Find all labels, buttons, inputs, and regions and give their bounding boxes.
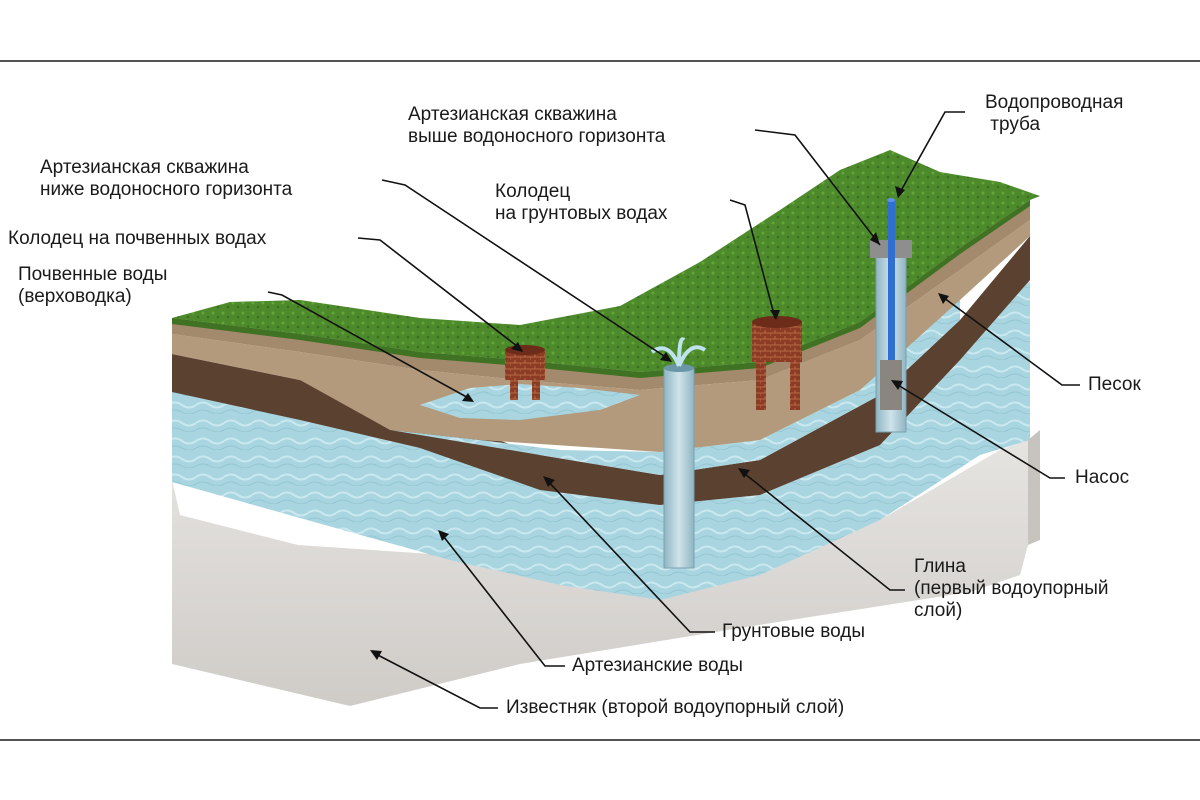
label-line: Колодец (495, 181, 571, 202)
label-soil-water: Почвенные воды (верховодка) (18, 264, 167, 308)
clay-layer (172, 236, 1030, 505)
label-line: Водопроводная (985, 92, 1124, 113)
label-limestone: Известняк (второй водоупорный слой) (506, 697, 844, 719)
label-line: Почвенные воды (18, 264, 168, 285)
limestone-layer (172, 440, 1028, 706)
label-groundwater-well: Колодец на грунтовых водах (495, 181, 667, 225)
label-line: Колодец на почвенных водах (8, 228, 267, 249)
label-line: труба (985, 114, 1041, 135)
sand-layer (172, 220, 1030, 452)
label-artesian-well-below: Артезианская скважина ниже водоносного г… (40, 157, 292, 201)
label-ground-waters: Грунтовые воды (722, 621, 865, 643)
label-line: слой) (914, 600, 963, 621)
artesian-well-below (650, 337, 707, 569)
artesian-water-layer (172, 280, 1030, 600)
label-line: Артезианская скважина (40, 157, 249, 178)
label-line: Артезианские воды (572, 655, 743, 676)
label-line: Песок (1088, 374, 1141, 395)
label-line: Артезианская скважина (408, 104, 617, 125)
label-artesian-waters: Артезианские воды (572, 655, 743, 677)
label-line: Известняк (второй водоупорный слой) (506, 697, 845, 718)
label-line: Глина (914, 556, 966, 577)
label-line: на грунтовых водах (495, 203, 668, 224)
label-line: Грунтовые воды (722, 621, 865, 642)
label-pump: Насос (1075, 467, 1129, 489)
label-artesian-well-above: Артезианская скважина выше водоносного г… (408, 104, 665, 148)
label-soil-water-well: Колодец на почвенных водах (8, 228, 266, 250)
right-side-face (1028, 430, 1040, 545)
label-line: ниже водоносного горизонта (40, 179, 293, 200)
pump-body (880, 360, 902, 410)
leader-lines (267, 111, 1080, 709)
perched-water-pocket (420, 384, 640, 420)
label-line: выше водоносного горизонта (408, 126, 666, 147)
label-sand: Песок (1088, 374, 1141, 396)
label-clay: Глина (первый водоупорный слой) (914, 556, 1109, 622)
label-line: (верховодка) (18, 286, 132, 307)
grass-surface (172, 150, 1040, 372)
groundwater-well (752, 316, 802, 410)
label-water-pipe: Водопроводная труба (985, 92, 1123, 136)
label-line: (первый водоупорный (914, 578, 1109, 599)
label-line: Насос (1075, 467, 1130, 488)
